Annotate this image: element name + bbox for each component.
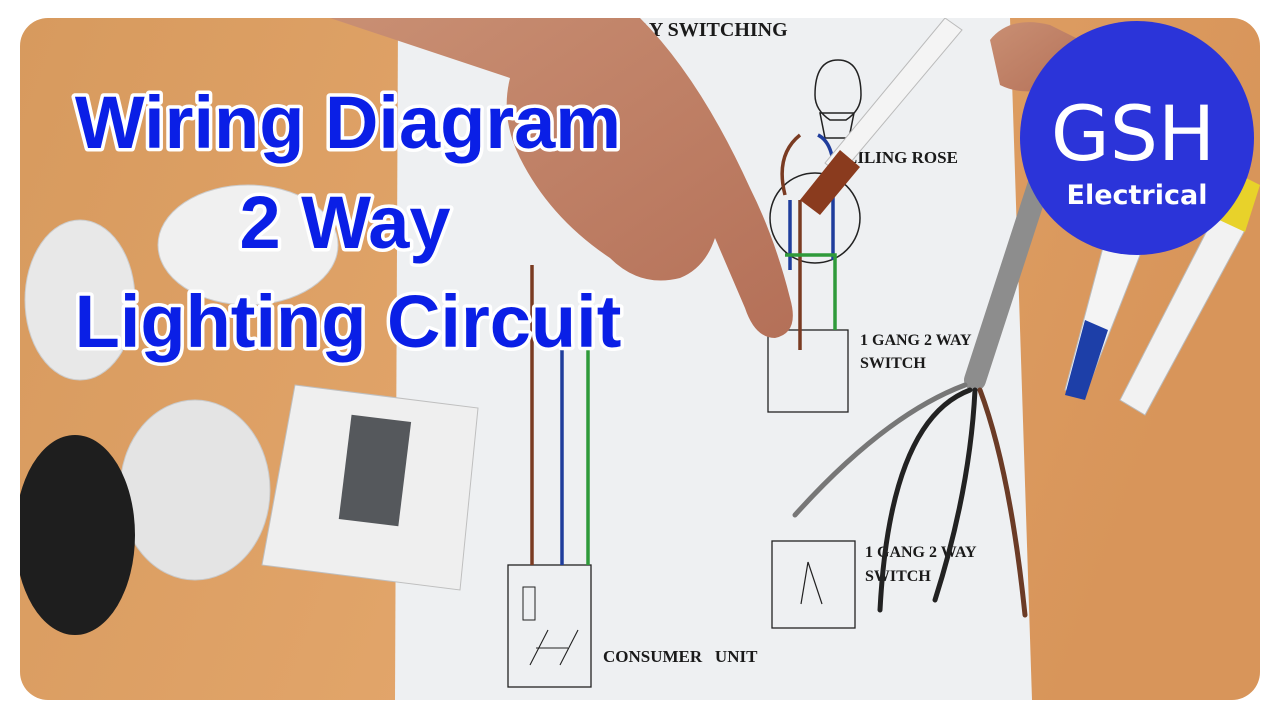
ceiling-rose-cover [24,219,136,381]
logo-subtitle: Electrical [1067,180,1208,211]
isolator-symbol [529,629,579,666]
switch1-label-line1: 1 GANG 2 WAY [860,332,972,349]
switch2-symbol [771,540,856,629]
twin-earth-cable [792,169,1051,618]
switch-plate [261,384,479,591]
ceiling-rose-symbol [769,172,861,264]
fuse-symbol [522,586,536,621]
ceiling-rose-base [119,399,271,581]
title-line-3: Lighting Circuit [75,280,622,363]
consumer-unit-symbol [507,564,592,688]
gsh-electrical-logo: GSH Electrical [1020,21,1254,255]
switch1-symbol [767,329,849,413]
brown-marker-pen [800,18,963,215]
lampholder [157,184,339,306]
logo-name: GSH [1051,89,1215,178]
black-ceiling-rose [20,435,135,635]
switch1-label-line2: SWITCH [860,355,926,372]
thumbnail-title: Wiring Diagram 2 Way Lighting Circuit [71,78,625,367]
title-line-1: Wiring Diagram [75,81,621,164]
hand [330,18,793,338]
switch2-contacts [800,561,823,605]
consumer-unit-label: CONSUMER UNIT [603,647,758,666]
switch2-label-line2: SWITCH [865,568,931,585]
logo-circle [1020,21,1254,255]
ceiling-rose-label: EILING ROSE [846,148,958,167]
switch2-label-line1: 1 GANG 2 WAY [865,544,977,561]
title-line-2: 2 Way [239,181,450,264]
